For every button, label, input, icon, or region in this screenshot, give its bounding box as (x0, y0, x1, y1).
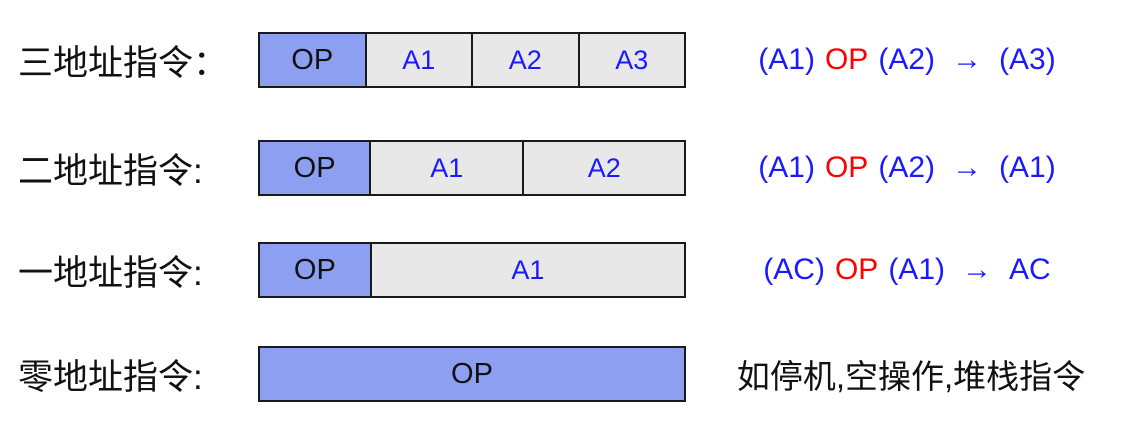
instruction-word-box: OP (258, 346, 686, 402)
op-field: OP (260, 142, 370, 194)
row-label: 三地址指令： (18, 43, 229, 83)
address-field-a3: A3 (577, 34, 684, 86)
op-field: OP (260, 244, 370, 296)
row-one-address: 一地址指令: OP A1 (AC) OP (A1) → AC (0, 242, 1122, 298)
instruction-word-box: OP A1 A2 A3 (258, 32, 686, 88)
operation-formula: (A1) OP (A2) → (A3) (700, 43, 1114, 77)
instruction-word-box: OP A1 (258, 242, 686, 298)
row-label: 一地址指令: (18, 253, 203, 293)
row-three-address: 三地址指令： OP A1 A2 A3 (A1) OP (A2) → (A3) (0, 32, 1122, 88)
arrow-icon: → (952, 151, 983, 184)
formula-op: OP (824, 43, 869, 76)
address-field-a1: A1 (369, 244, 684, 296)
address-field-a2: A2 (471, 34, 578, 86)
formula-operand: (A1) (758, 43, 815, 76)
op-field: OP (260, 348, 684, 400)
operation-formula: (A1) OP (A2) → (A1) (700, 151, 1114, 185)
row-zero-address: 零地址指令: OP 如停机,空操作,堆栈指令 (0, 346, 1122, 402)
formula-result: (A1) (999, 151, 1056, 184)
zero-address-note: 如停机,空操作,堆栈指令 (736, 358, 1086, 395)
formula-operand: (A1) (758, 151, 815, 184)
arrow-icon: → (962, 253, 992, 286)
formula-operand: (A1) (888, 253, 945, 286)
row-two-address: 二地址指令: OP A1 A2 (A1) OP (A2) → (A1) (0, 140, 1122, 196)
formula-operand: (AC) (763, 253, 825, 286)
address-field-a2: A2 (522, 142, 684, 194)
formula-result: (A3) (999, 43, 1056, 76)
arrow-icon: → (952, 43, 983, 76)
address-field-a1: A1 (369, 142, 523, 194)
address-field-a1: A1 (364, 34, 471, 86)
op-field: OP (260, 34, 365, 86)
instruction-word-box: OP A1 A2 (258, 140, 686, 196)
formula-operand: (A2) (878, 43, 936, 76)
formula-op: OP (834, 253, 879, 286)
row-label: 零地址指令: (18, 357, 203, 397)
formula-operand: (A2) (878, 151, 936, 184)
operation-formula: (AC) OP (A1) → AC (700, 253, 1114, 287)
formula-op: OP (824, 151, 869, 184)
row-label: 二地址指令: (18, 151, 203, 191)
formula-result: AC (1009, 253, 1051, 286)
